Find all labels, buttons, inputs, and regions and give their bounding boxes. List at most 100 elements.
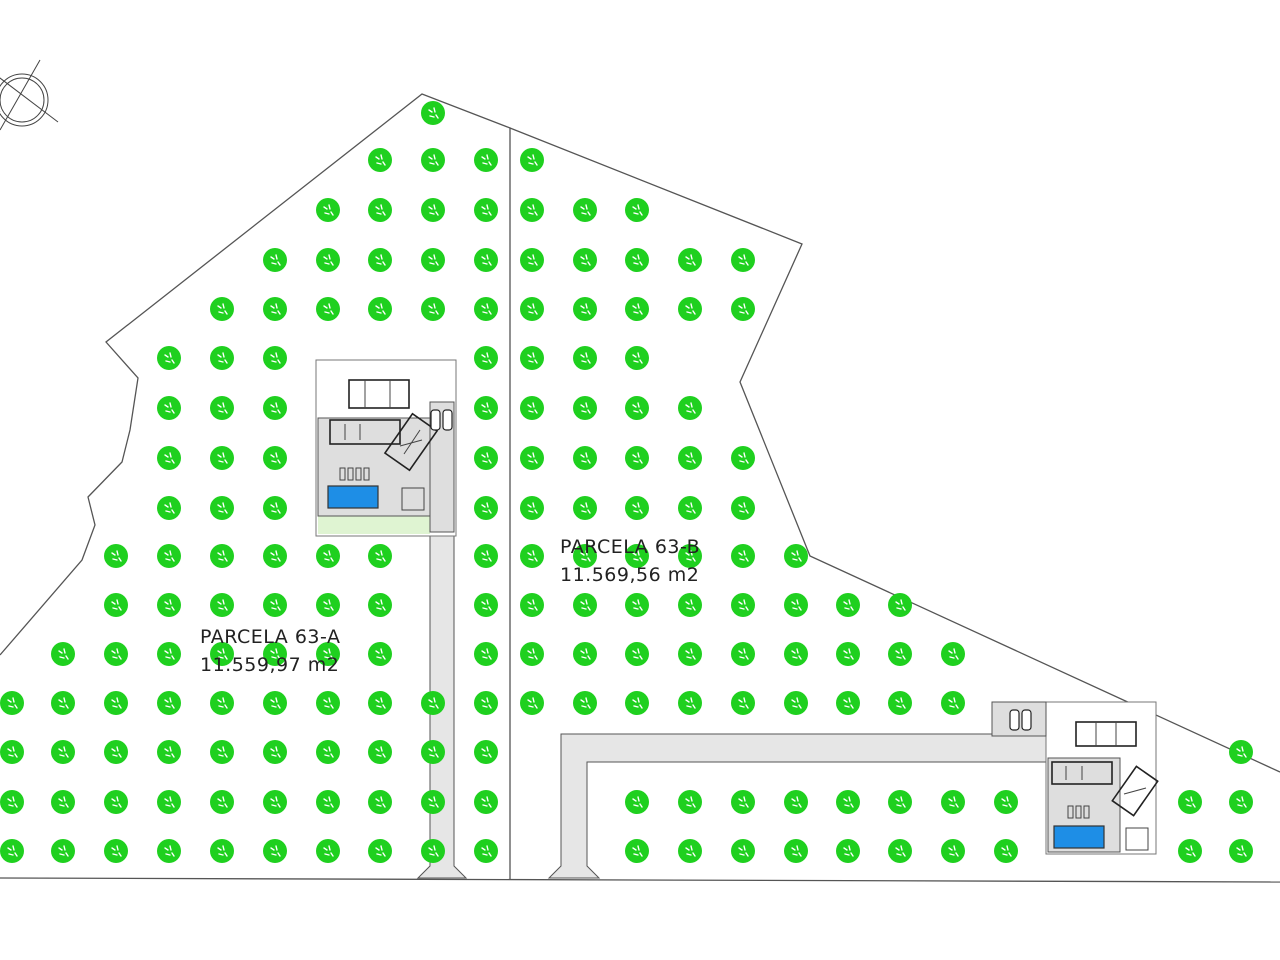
- tree-icon: [368, 148, 392, 172]
- tree-icon: [520, 198, 544, 222]
- tree-icon: [316, 790, 340, 814]
- tree-icon: [104, 790, 128, 814]
- tree-icon: [474, 593, 498, 617]
- parcel-label-63-b: PARCELA 63-B 11.569,56 m2: [560, 536, 700, 586]
- tree-icon: [573, 691, 597, 715]
- tree-icon: [104, 593, 128, 617]
- tree-icon: [625, 198, 649, 222]
- tree-icon: [678, 446, 702, 470]
- tree-icon: [678, 248, 702, 272]
- tree-icon: [104, 740, 128, 764]
- tree-icon: [520, 544, 544, 568]
- tree-icon: [421, 790, 445, 814]
- tree-icon: [625, 691, 649, 715]
- tree-icon: [678, 691, 702, 715]
- tree-icon: [784, 839, 808, 863]
- villa-63-b: [991, 701, 1159, 855]
- parcel-boundaries: [0, 93, 1280, 883]
- tree-icon: [625, 346, 649, 370]
- tree-icon: [625, 593, 649, 617]
- tree-icon: [368, 642, 392, 666]
- tree-icon: [888, 593, 912, 617]
- tree-icon: [474, 148, 498, 172]
- tree-icon: [678, 297, 702, 321]
- north-arrow-icon: [0, 59, 59, 131]
- parcel-area: 11.559,97 m2: [200, 654, 339, 676]
- tree-icon: [678, 396, 702, 420]
- tree-icon: [474, 740, 498, 764]
- tree-icon: [368, 790, 392, 814]
- tree-icon: [784, 642, 808, 666]
- tree-icon: [888, 790, 912, 814]
- tree-icon: [731, 642, 755, 666]
- tree-icon: [157, 544, 181, 568]
- parcel-63-a-boundary: [0, 93, 511, 880]
- tree-icon: [157, 740, 181, 764]
- tree-icon: [941, 839, 965, 863]
- tree-icon: [263, 642, 287, 666]
- tree-icon: [368, 740, 392, 764]
- outdoor-furniture-63-b: [1067, 805, 1090, 819]
- tree-icon: [210, 691, 234, 715]
- tree-icon: [210, 396, 234, 420]
- tree-icon: [474, 691, 498, 715]
- tree-icon: [263, 297, 287, 321]
- tree-icon: [474, 346, 498, 370]
- tree-icon: [316, 198, 340, 222]
- tree-icon: [678, 593, 702, 617]
- pool-icon: [1053, 825, 1105, 849]
- tree-icon: [731, 496, 755, 520]
- car-icon: [1009, 709, 1032, 731]
- tree-icon: [1229, 740, 1253, 764]
- tree-icon: [210, 642, 234, 666]
- tree-icon: [104, 839, 128, 863]
- tree-icon: [51, 839, 75, 863]
- tree-icon: [625, 544, 649, 568]
- tree-icon: [263, 496, 287, 520]
- tree-icon: [678, 642, 702, 666]
- tree-icon: [474, 198, 498, 222]
- tree-icon: [474, 790, 498, 814]
- tree-icon: [263, 346, 287, 370]
- tree-icon: [520, 446, 544, 470]
- tree-icon: [316, 297, 340, 321]
- house-63-b: [1051, 721, 1159, 817]
- tree-icon: [994, 839, 1018, 863]
- tree-icon: [263, 839, 287, 863]
- tree-icon: [210, 544, 234, 568]
- tree-icon: [474, 396, 498, 420]
- tree-icon: [421, 101, 445, 125]
- tree-icon: [157, 396, 181, 420]
- car-icon: [430, 409, 453, 431]
- tree-icon: [51, 790, 75, 814]
- tree-icon: [836, 691, 860, 715]
- parcel-area: 11.569,56 m2: [560, 564, 699, 586]
- tree-icon: [678, 839, 702, 863]
- tree-icon: [573, 297, 597, 321]
- tree-icon: [474, 446, 498, 470]
- tree-icon: [368, 198, 392, 222]
- tree-icon: [0, 839, 24, 863]
- tree-icon: [520, 691, 544, 715]
- tree-icon: [210, 740, 234, 764]
- tree-icon: [573, 446, 597, 470]
- tree-icon: [421, 248, 445, 272]
- tree-icon: [368, 248, 392, 272]
- tree-icon: [731, 544, 755, 568]
- tree-icon: [104, 544, 128, 568]
- tree-icon: [625, 446, 649, 470]
- villa-63-a: [315, 359, 457, 537]
- parcel-name: PARCELA 63-B: [560, 536, 700, 558]
- tree-icon: [520, 248, 544, 272]
- tree-icon: [573, 642, 597, 666]
- tree-icon: [573, 496, 597, 520]
- tree-icon: [474, 544, 498, 568]
- road-edge: [0, 877, 1280, 883]
- tree-icon: [520, 346, 544, 370]
- tree-icon: [520, 148, 544, 172]
- tree-icon: [421, 198, 445, 222]
- tree-icon: [368, 691, 392, 715]
- tree-icon: [731, 839, 755, 863]
- tree-icon: [784, 691, 808, 715]
- tree-icon: [263, 544, 287, 568]
